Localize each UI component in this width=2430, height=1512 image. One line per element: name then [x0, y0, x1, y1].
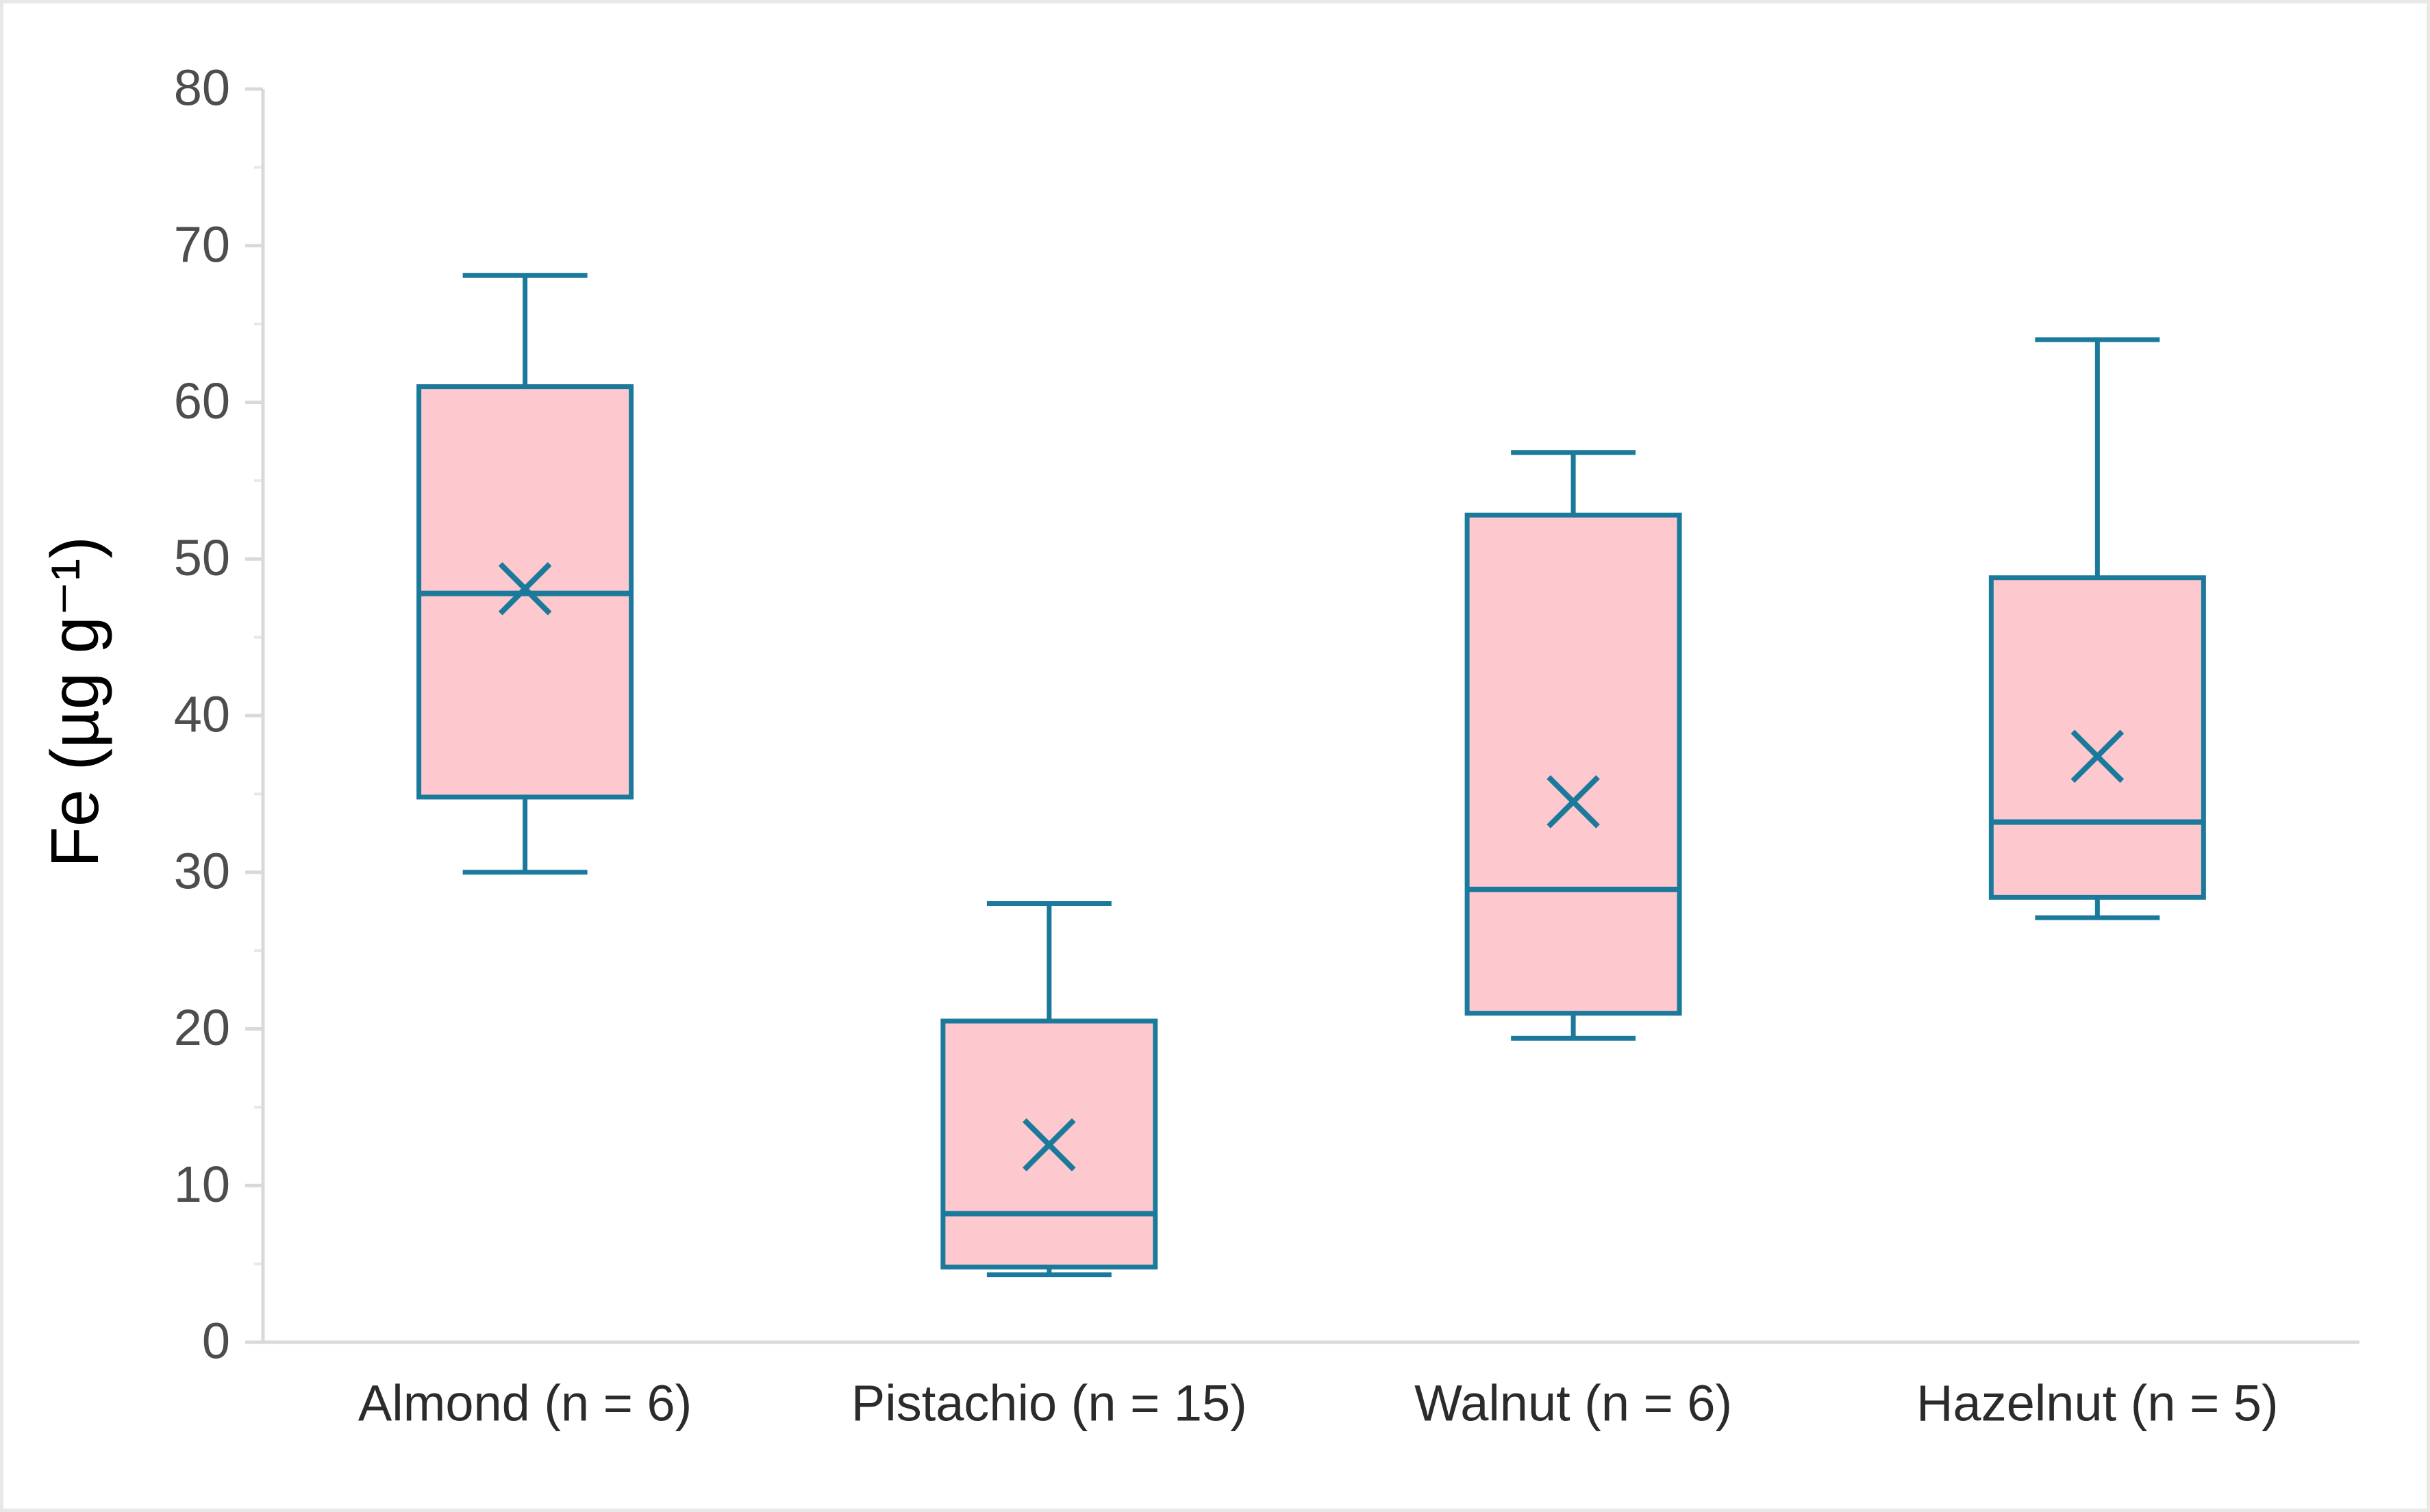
box-plot-item[interactable] [940, 901, 1158, 1278]
x-axis-category-label: Almond (n = 6) [358, 1375, 692, 1432]
y-axis-title-text: Fe (µg g⁻¹) [37, 536, 112, 868]
y-axis-tick-label: 60 [174, 373, 230, 429]
x-axis-category-label: Hazelnut (n = 5) [1916, 1375, 2279, 1432]
mean-marker-x-icon [498, 562, 552, 616]
box-plot-item[interactable] [1988, 337, 2206, 920]
y-axis-tick-label: 10 [174, 1156, 230, 1213]
mean-marker-x-icon [2070, 729, 2125, 783]
x-axis-category-labels: Almond (n = 6) Pistachio (n = 15) Walnut (… [358, 1375, 2279, 1432]
box-plot-chart: Fe (µg g⁻¹) 0 10 20 30 40 50 60 70 80 Almond (n … [37, 60, 2359, 1432]
box-iqr-rect[interactable] [1464, 512, 1682, 1016]
y-axis-tick-label: 50 [174, 529, 230, 586]
mean-marker-x-icon [1546, 774, 1600, 829]
y-axis-tick-label: 20 [174, 999, 230, 1056]
y-axis-tick-label: 70 [174, 216, 230, 273]
box-plot-item[interactable] [416, 273, 634, 875]
x-axis-category-label: Walnut (n = 6) [1414, 1375, 1732, 1432]
y-axis-tick-label: 30 [174, 842, 230, 899]
y-axis-tick-label: 40 [174, 686, 230, 743]
box-iqr-rect[interactable] [1988, 575, 2206, 900]
y-axis-title: Fe (µg g⁻¹) [37, 536, 112, 868]
y-axis-tick-label: 80 [174, 60, 230, 116]
y-axis-tick-label: 0 [202, 1313, 230, 1370]
mean-marker-x-icon [1023, 1118, 1076, 1172]
box-plot-series [416, 273, 2206, 1278]
box-plot-item[interactable] [1464, 450, 1682, 1041]
x-axis-category-label: Pistachio (n = 15) [851, 1375, 1247, 1432]
y-axis-ticks: 0 10 20 30 40 50 60 70 80 [174, 60, 263, 1370]
